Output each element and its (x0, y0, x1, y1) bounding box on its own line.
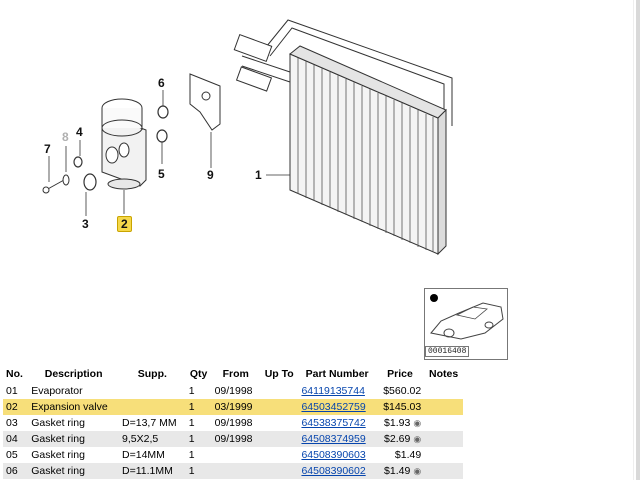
car-icon (430, 294, 504, 340)
cell-price: $560.02 (383, 385, 422, 397)
part-number-link[interactable]: 64508390603 (301, 449, 366, 461)
cell-from: 09/1998 (211, 431, 260, 447)
callout-9[interactable]: 9 (207, 168, 214, 182)
cell-no: 06 (3, 463, 29, 479)
part-number-link[interactable]: 64538375742 (301, 417, 366, 429)
cell-qty: 1 (188, 449, 195, 461)
table-row[interactable]: 05 Gasket ring D=14MM 1 64508390603 $1.4… (3, 447, 463, 463)
camera-icon[interactable]: ◉ (413, 466, 422, 476)
cell-no: 01 (6, 385, 18, 397)
cell-from (212, 447, 260, 463)
cell-notes (424, 399, 463, 415)
callout-2[interactable]: 2 (117, 216, 132, 232)
table-row-selected[interactable]: 02 Expansion valve 1 03/1999 64503452759… (3, 399, 463, 415)
parts-table: No. Description Supp. Qty From Up To Par… (3, 365, 463, 479)
col-description: Description (44, 368, 103, 380)
cell-notes (424, 431, 463, 447)
part-number-link[interactable]: 64508374959 (301, 433, 366, 445)
cell-supp (119, 383, 186, 399)
cell-upto (259, 463, 299, 479)
cell-qty: 1 (185, 399, 212, 415)
cell-notes (424, 383, 463, 399)
cell-supp: D=11.1MM (119, 463, 186, 479)
thumbnail-code: 00016408 (425, 346, 470, 357)
cell-from: 09/1998 (214, 417, 253, 429)
camera-icon[interactable]: ◉ (413, 418, 422, 428)
table-header: No. Description Supp. Qty From Up To Par… (3, 365, 463, 383)
cell-upto (260, 383, 298, 399)
cell-from: 09/1998 (214, 385, 253, 397)
cell-price: $1.49 (394, 449, 422, 461)
cell-notes (424, 447, 463, 463)
cell-supp: D=13,7 MM (122, 417, 177, 429)
cell-notes (424, 415, 463, 431)
col-part-number: Part Number (305, 368, 369, 380)
cell-description: Evaporator (31, 385, 83, 397)
part-number-link[interactable]: 64503452759 (301, 401, 366, 413)
cell-description: Gasket ring (31, 449, 85, 461)
part-number-link[interactable]: 64508390602 (301, 465, 366, 477)
col-no: No. (6, 368, 23, 380)
expansion-valve[interactable] (101, 98, 147, 190)
evaporator[interactable] (233, 19, 453, 256)
cell-price: $2.69 (384, 433, 411, 445)
parts-diagram (42, 19, 453, 256)
col-from: From (222, 368, 249, 380)
cell-from: 03/1999 (211, 399, 260, 415)
cell-from (211, 463, 260, 479)
table-row[interactable]: 03 Gasket ring D=13,7 MM 1 09/1998 64538… (3, 415, 463, 431)
window-edge-inner (633, 0, 634, 480)
window-edge (636, 0, 640, 480)
cell-price: $1.49 (384, 465, 411, 477)
part-number-link[interactable]: 64119135744 (301, 385, 365, 397)
col-upto: Up To (264, 368, 294, 380)
callout-1[interactable]: 1 (255, 168, 262, 182)
col-notes: Notes (429, 368, 459, 380)
clamp-plate[interactable] (189, 73, 221, 131)
cell-supp: D=14MM (122, 449, 165, 461)
table-row[interactable]: 01 Evaporator 1 09/1998 64119135744 $560… (3, 383, 463, 399)
callout-6[interactable]: 6 (158, 76, 165, 90)
cell-no: 02 (3, 399, 29, 415)
cell-description: Expansion valve (28, 399, 120, 415)
cell-qty: 1 (188, 417, 195, 429)
cell-qty: 1 (185, 431, 212, 447)
cell-description: Gasket ring (31, 417, 85, 429)
cell-price: $1.93 (384, 417, 411, 429)
cell-supp: 9,5X2,5 (119, 431, 186, 447)
camera-icon[interactable]: ◉ (413, 434, 422, 444)
cell-description: Gasket ring (28, 463, 120, 479)
table-row[interactable]: 06 Gasket ring D=11.1MM 1 64508390602 $1… (3, 463, 463, 479)
cell-no: 04 (3, 431, 29, 447)
cell-upto (260, 415, 298, 431)
callout-4[interactable]: 4 (76, 125, 83, 139)
callout-5[interactable]: 5 (158, 167, 165, 181)
callout-8[interactable]: 8 (62, 130, 69, 144)
cell-no: 05 (6, 449, 18, 461)
cell-no: 03 (6, 417, 18, 429)
table-row[interactable]: 04 Gasket ring 9,5X2,5 1 09/1998 6450837… (3, 431, 463, 447)
cell-notes (424, 463, 463, 479)
col-supp: Supp. (137, 368, 167, 380)
cell-qty: 1 (188, 385, 195, 397)
cell-price: $145.03 (375, 399, 425, 415)
cell-upto (259, 431, 299, 447)
callout-3[interactable]: 3 (82, 217, 89, 231)
cell-upto (260, 447, 298, 463)
screw[interactable] (42, 174, 70, 194)
col-price: Price (387, 368, 413, 380)
cell-upto (259, 399, 299, 415)
cell-supp (119, 399, 186, 415)
cell-qty: 1 (185, 463, 212, 479)
callout-7[interactable]: 7 (44, 142, 51, 156)
col-qty: Qty (189, 368, 208, 380)
cell-description: Gasket ring (28, 431, 120, 447)
